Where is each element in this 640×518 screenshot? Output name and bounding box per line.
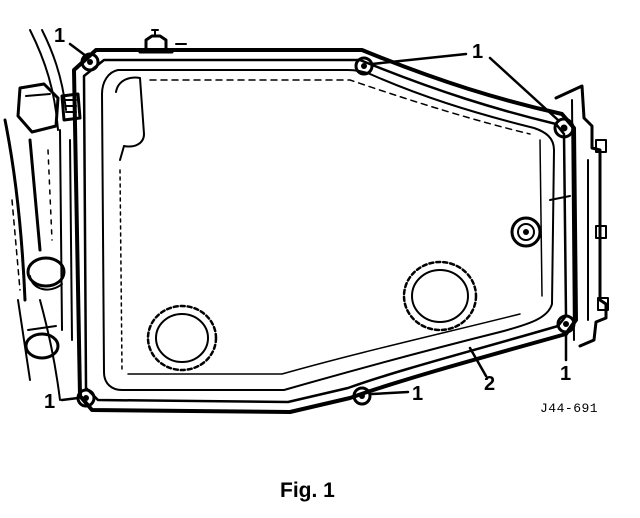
pan-bolt	[556, 314, 576, 334]
pan-bolt	[352, 386, 372, 406]
callout-bolt-bottom-middle: 1	[412, 383, 423, 405]
right-bracket	[549, 84, 609, 348]
callout-bolt-bottom-left: 1	[44, 391, 55, 413]
drawing-code: J44-691	[540, 401, 598, 416]
pan-boss-left	[146, 304, 218, 372]
callout-bolt-top-right: 1	[472, 41, 483, 63]
left-case-housing	[3, 29, 82, 401]
callout-bolt-right: 1	[560, 363, 571, 385]
callout-pan: 2	[484, 373, 495, 395]
leader-lines	[60, 42, 568, 402]
oil-pan	[72, 48, 578, 414]
pan-bolt	[553, 117, 575, 139]
pan-boss-right	[402, 260, 478, 332]
pan-bolt	[80, 52, 100, 72]
callout-bolt-top-left: 1	[54, 25, 65, 47]
pan-bolt	[354, 56, 374, 76]
figure-caption: Fig. 1	[280, 479, 335, 502]
drain-plug	[510, 216, 542, 248]
